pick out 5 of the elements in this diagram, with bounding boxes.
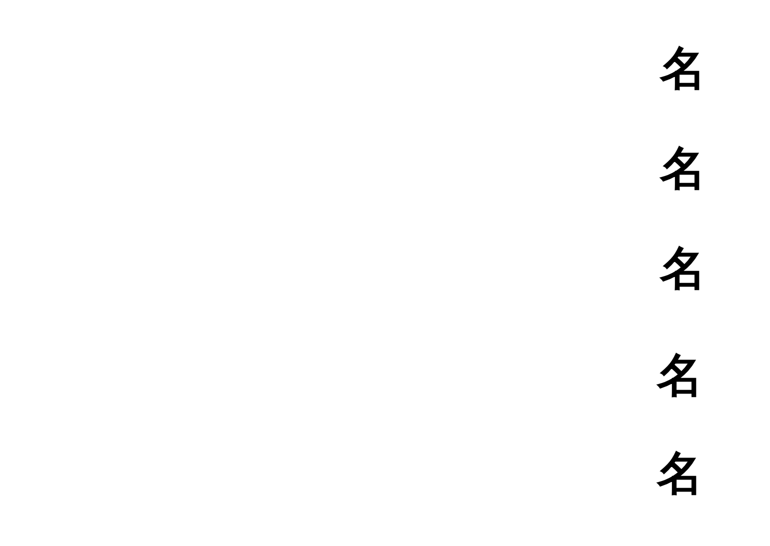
label-text: 名 [657, 450, 703, 496]
label-text: 名 [660, 145, 706, 191]
label-text: 名 [660, 45, 706, 91]
label-text: 名 [657, 352, 703, 398]
label-text: 名 [660, 245, 706, 291]
